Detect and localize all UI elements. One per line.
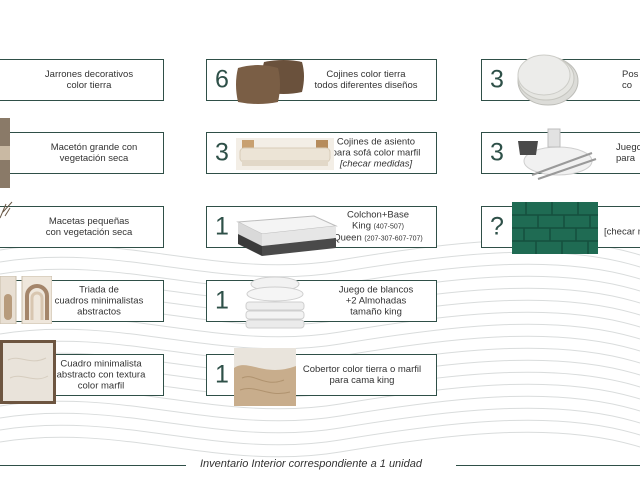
large-planter-image <box>0 118 10 188</box>
tableware-image <box>518 128 597 180</box>
item-quantity: 3 <box>215 138 229 167</box>
item-quantity: ? <box>490 212 504 241</box>
item-label: Triada de cuadros minimalistas abstracto… <box>54 284 144 318</box>
footer-rule-left <box>0 465 186 466</box>
item-label: Juego para <box>616 142 640 164</box>
mattress-image <box>236 215 338 256</box>
item-quantity: 3 <box>490 138 504 167</box>
item-quantity: 1 <box>215 360 229 389</box>
bedding-image <box>245 276 305 329</box>
item-quantity: 1 <box>215 212 229 241</box>
item-label: Cojines de asiento para sofá color marfi… <box>331 136 421 170</box>
item-label: Cojines color tierra todos diferentes di… <box>314 69 418 91</box>
item-label: Macetas pequeñas con vegetación seca <box>45 216 133 238</box>
item-quantity: 3 <box>490 65 504 94</box>
item-label: Cobertor color tierra o marfil para cama… <box>302 364 422 386</box>
item-card-bedding: 1 Juego de blancos +2 Almohadas tamaño k… <box>206 280 437 322</box>
item-label: Colchon+Base King (407-507) Queen (207-3… <box>333 209 423 244</box>
placemats-image <box>517 54 579 106</box>
abstract-prints-image <box>0 276 52 324</box>
footer-caption: Inventario Interior correspondiente a 1 … <box>200 458 422 470</box>
item-card-large-planter: Macetón grande con vegetación seca <box>0 132 164 174</box>
item-label: Macetón grande con vegetación seca <box>50 142 138 164</box>
throw-blanket-image <box>234 348 296 406</box>
item-quantity: 6 <box>215 65 229 94</box>
earth-pillows-image <box>236 60 304 104</box>
item-label: Jarrones decorativos color tierra <box>44 69 134 91</box>
item-label: Cuadro minimalista abstracto con textura… <box>56 358 146 392</box>
green-tile-image <box>512 202 598 254</box>
item-label: [checar m <box>604 226 640 238</box>
item-card-small-pots: Macetas pequeñas con vegetación seca <box>0 206 164 248</box>
item-label: Pos co <box>622 69 639 91</box>
small-pots-image <box>0 201 13 219</box>
item-quantity: 1 <box>215 286 229 315</box>
sofa-cushions-image <box>236 138 334 170</box>
footer-rule-right <box>456 465 640 466</box>
item-label: Juego de blancos +2 Almohadas tamaño kin… <box>338 284 414 318</box>
ivory-canvas-image <box>0 340 56 404</box>
item-card-earth-vases: Jarrones decorativos color tierra <box>0 59 164 101</box>
footer: Inventario Interior correspondiente a 1 … <box>0 455 640 475</box>
